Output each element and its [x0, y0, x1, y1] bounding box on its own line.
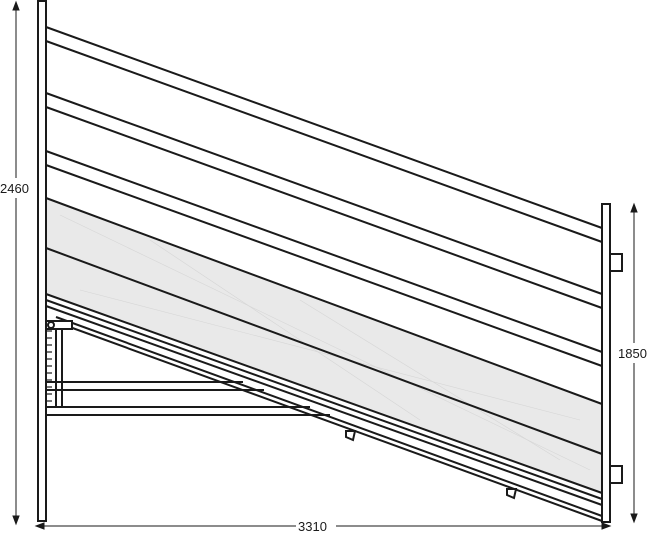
right-bracket-upper [610, 253, 623, 272]
hinge-bracket [45, 320, 73, 330]
right-post [601, 203, 611, 523]
right-bracket-lower [610, 465, 623, 484]
dim-arrow-right-bottom [630, 513, 638, 524]
dim-arrow-bottom-left [34, 522, 45, 530]
panel-texture [59, 214, 591, 471]
rail-3 [45, 150, 603, 353]
bottom-rail [45, 299, 603, 500]
dim-arrow-right-top [630, 202, 638, 213]
panel-middle-line [45, 247, 603, 455]
infill-panel [46, 198, 602, 493]
panel-bottom-edge [45, 293, 603, 494]
left-post [37, 0, 47, 522]
bottom-brace [55, 316, 603, 517]
latch-bars [46, 330, 52, 402]
dim-arrow-left-bottom [12, 515, 20, 526]
dim-label-height-right: 1850 [618, 346, 647, 361]
dim-arrow-bottom-right [601, 522, 612, 530]
top-rail [45, 26, 603, 229]
hinge-pin [47, 321, 55, 329]
dim-arrow-left-top [12, 0, 20, 11]
rail-2 [45, 92, 603, 295]
dim-label-width: 3310 [298, 519, 327, 534]
bottom-tab-1 [345, 430, 357, 442]
panel-top-edge [45, 197, 603, 405]
dim-label-height-left: 2460 [0, 181, 29, 196]
bottom-tab-2 [506, 488, 518, 500]
